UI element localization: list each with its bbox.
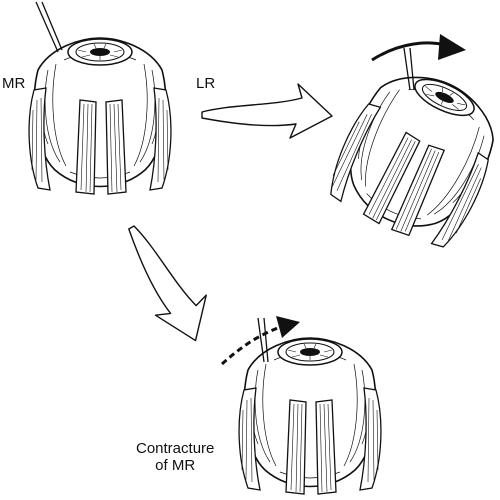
- contracture-caption: Contracture of MR: [136, 440, 214, 474]
- suture-threads-neutral: [35, 1, 63, 53]
- rotated-eye: [319, 53, 500, 257]
- arrow-to-rotated: [201, 83, 333, 139]
- neutral-eye: [28, 37, 172, 195]
- suture-threads-rotated: [403, 47, 415, 91]
- caption-line-1: Contracture: [136, 440, 215, 457]
- caption-line-2: of MR: [155, 457, 196, 474]
- label-lr: LR: [196, 75, 216, 92]
- rotation-arrow: [371, 34, 466, 62]
- arrow-to-contracture: [110, 211, 224, 353]
- label-mr: MR: [2, 75, 26, 92]
- suture-threads-contracture: [257, 317, 269, 363]
- dashed-arc-arrow: [220, 316, 300, 366]
- contracture-eye: [238, 337, 382, 495]
